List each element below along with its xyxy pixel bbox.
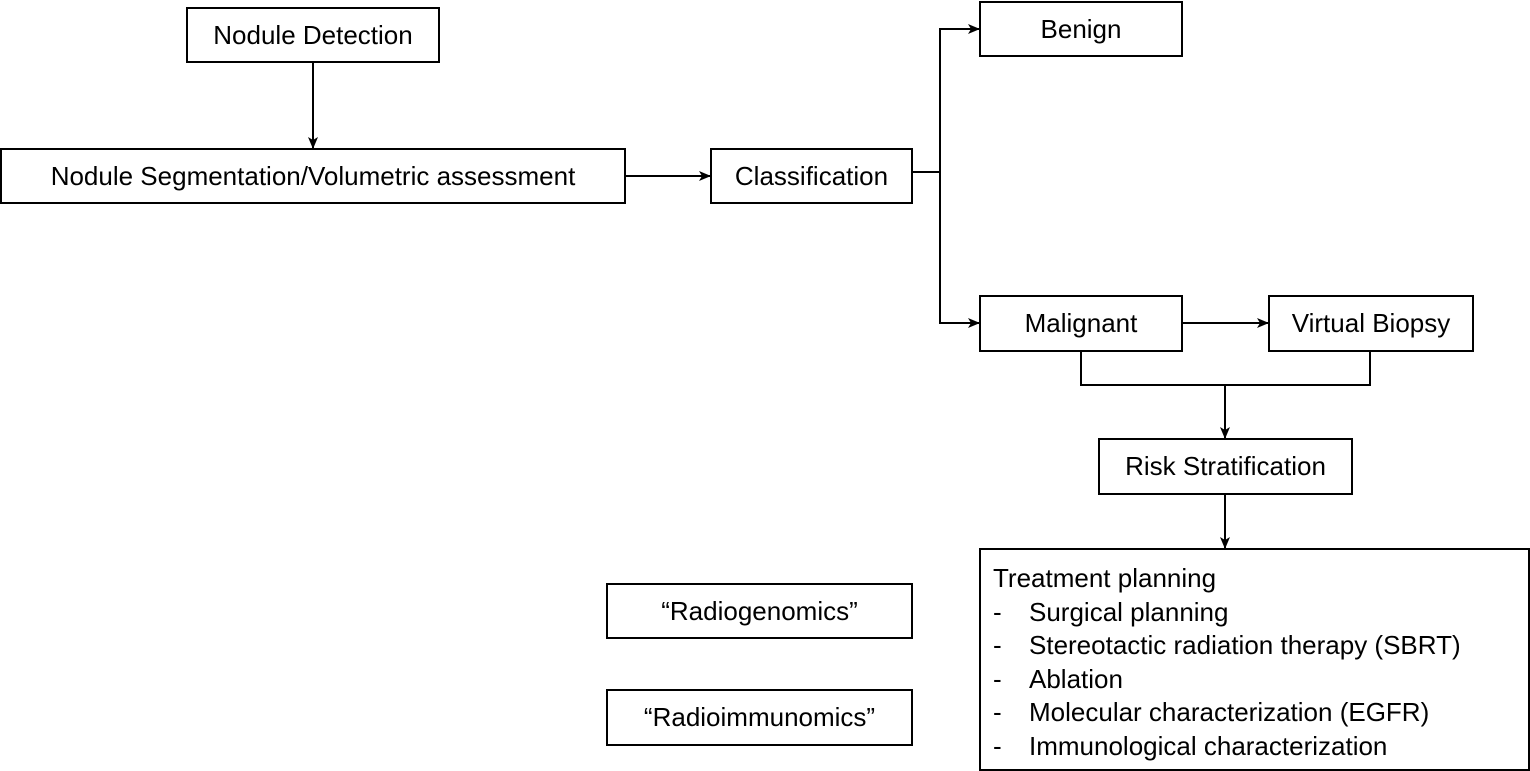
node-classification: Classification (710, 148, 913, 204)
node-label: “Radioimmunomics” (643, 702, 876, 732)
treatment-item: - Molecular characterization (EGFR) (993, 696, 1528, 730)
node-virtual-biopsy: Virtual Biopsy (1268, 295, 1474, 352)
node-treatment-planning: Treatment planning - Surgical planning -… (979, 548, 1530, 771)
bullet-dash: - (993, 697, 1002, 727)
arrow-classification-to-benign (939, 24, 980, 172)
treatment-item-label: Surgical planning (1029, 596, 1229, 627)
node-nodule-segmentation: Nodule Segmentation/Volumetric assessmen… (0, 148, 626, 204)
node-label: Nodule Segmentation/Volumetric assessmen… (50, 160, 576, 191)
treatment-item: - Immunological characterization (993, 730, 1528, 764)
treatment-item-label: Immunological characterization (1029, 730, 1388, 761)
treatment-item: - Ablation (993, 663, 1528, 697)
node-label: Malignant (1024, 308, 1138, 338)
treatment-item-label: Molecular characterization (EGFR) (1029, 697, 1430, 727)
node-radioimmunomics: “Radioimmunomics” (606, 689, 913, 746)
node-radiogenomics: “Radiogenomics” (606, 583, 913, 639)
node-label: Risk Stratification (1125, 451, 1326, 481)
treatment-item-label: Stereotactic radiation therapy (SBRT) (1029, 630, 1461, 660)
treatment-item: - Stereotactic radiation therapy (SBRT) (993, 629, 1528, 663)
bullet-dash: - (993, 730, 1002, 761)
connector-bracket-to-risk (1080, 351, 1371, 386)
node-label: Virtual Biopsy (1291, 308, 1451, 338)
node-label: Classification (734, 160, 889, 191)
arrow-classification-to-malignant (939, 172, 980, 328)
node-nodule-detection: Nodule Detection (186, 7, 440, 63)
bullet-dash: - (993, 663, 1002, 694)
node-label: Benign (1040, 13, 1122, 44)
node-risk-stratification: Risk Stratification (1098, 438, 1353, 495)
node-malignant: Malignant (979, 295, 1183, 352)
node-benign: Benign (979, 1, 1183, 57)
treatment-title: Treatment planning (993, 563, 1217, 593)
bullet-dash: - (993, 596, 1002, 627)
treatment-item: - Surgical planning (993, 596, 1528, 630)
node-label: Nodule Detection (213, 19, 413, 50)
bullet-dash: - (993, 630, 1002, 660)
node-label: “Radiogenomics” (661, 595, 858, 626)
treatment-item-label: Ablation (1029, 663, 1123, 694)
